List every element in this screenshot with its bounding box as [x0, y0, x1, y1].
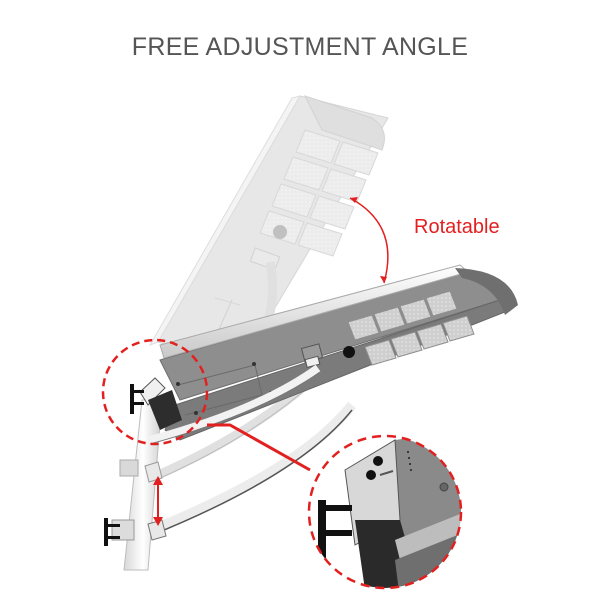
- page-title: FREE ADJUSTMENT ANGLE: [131, 33, 469, 61]
- lamp-lowered: [159, 264, 518, 441]
- lamp-raised-ghost: [148, 95, 389, 371]
- pole-bracket: [104, 377, 182, 546]
- rotation-arrow: [349, 197, 389, 284]
- callout-leader-line: [207, 423, 311, 472]
- rotatable-label: Rotatable: [414, 216, 500, 238]
- bracket-callout-circle: [101, 338, 209, 446]
- height-adjust-arrow: [153, 476, 163, 526]
